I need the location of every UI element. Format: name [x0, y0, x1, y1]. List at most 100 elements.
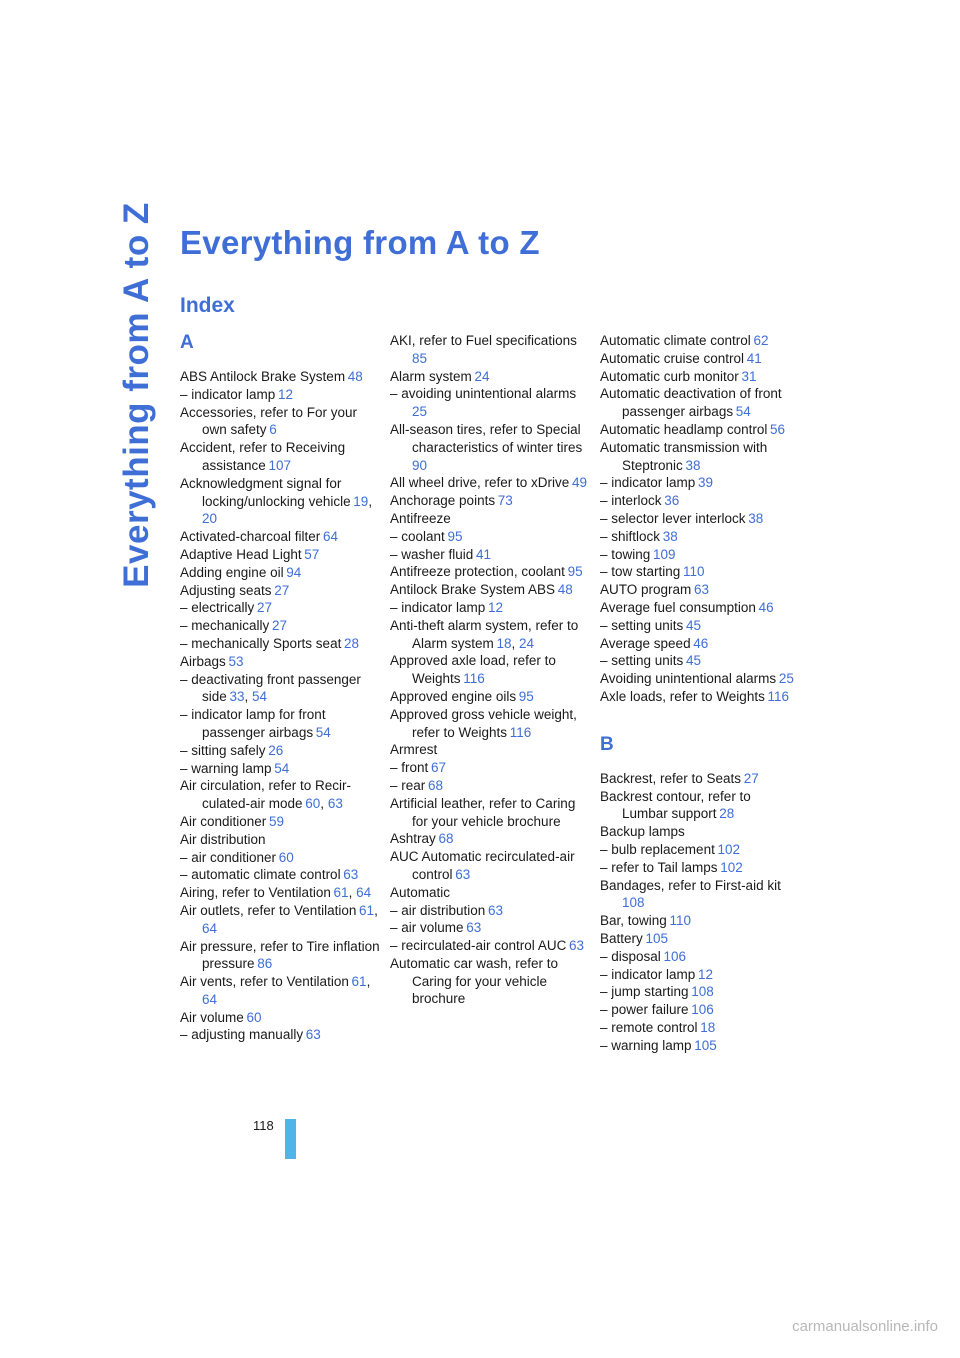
page-ref-link[interactable]: 60	[246, 1009, 262, 1025]
index-entry-text: Backrest contour, refer to Lumbar suppor…	[600, 788, 751, 822]
page-ref-link[interactable]: 68	[427, 777, 444, 793]
page-ref-link[interactable]: 38	[748, 510, 764, 526]
page-ref-link[interactable]: 20	[202, 511, 218, 527]
page-ref-link[interactable]: 38	[662, 528, 678, 544]
page-ref-link[interactable]: 53	[228, 653, 244, 669]
page-ref-link[interactable]: 25	[412, 404, 428, 420]
index-entry-text: – interlock	[600, 493, 662, 509]
page-ref-link[interactable]: 90	[412, 457, 428, 473]
page-ref-link[interactable]: 27	[274, 582, 290, 598]
page-ref-link[interactable]: 57	[304, 546, 320, 562]
page-ref-link[interactable]: 27	[743, 770, 759, 786]
page-ref-link[interactable]: 64	[202, 920, 218, 936]
page-ref-link[interactable]: 63	[693, 582, 710, 598]
page-ref-link[interactable]: 24	[474, 368, 490, 384]
page-ref-link[interactable]: 12	[698, 966, 714, 982]
page-ref-link[interactable]: 60	[305, 796, 321, 812]
index-entry-text: Air circulation, refer to Recir-culated-…	[180, 778, 352, 812]
page-ref-link[interactable]: 45	[686, 653, 702, 669]
page-ref-link[interactable]: 73	[497, 493, 513, 509]
page-ref-link[interactable]: 39	[698, 475, 714, 491]
page-ref-link[interactable]: 18	[700, 1019, 716, 1035]
page-ref-link[interactable]: 64	[323, 529, 339, 545]
page-ref-link[interactable]: 54	[274, 760, 290, 776]
page-ref-link[interactable]: 63	[569, 938, 585, 954]
page-ref-link[interactable]: 28	[344, 635, 360, 651]
index-entry: Antifreeze protection, coolant 95	[390, 563, 590, 581]
page-ref-link[interactable]: 18	[496, 635, 512, 651]
page-ref-link[interactable]: 116	[509, 724, 532, 740]
index-entry: Average speed 46	[600, 635, 800, 653]
page-ref-link[interactable]: 63	[343, 867, 359, 883]
page-ref-link[interactable]: 108	[691, 984, 714, 1000]
page-ref-link[interactable]: 26	[268, 742, 284, 758]
page-ref-link[interactable]: 56	[770, 421, 786, 437]
page-ref-link[interactable]: 49	[572, 475, 588, 491]
page-ref-link[interactable]: 31	[741, 368, 757, 384]
page-ref-link[interactable]: 109	[653, 546, 676, 562]
page-ref-link[interactable]: 27	[272, 618, 288, 634]
index-entry-text: – shiftlock	[600, 528, 661, 544]
page-ref-link[interactable]: 60	[278, 849, 294, 865]
page-ref-link[interactable]: 54	[252, 689, 268, 705]
page-ref-link[interactable]: 68	[438, 831, 454, 847]
page-ref-link[interactable]: 63	[455, 866, 471, 882]
page-ref-link[interactable]: 48	[557, 582, 573, 598]
page-ref-link[interactable]: 54	[315, 724, 331, 740]
page-ref-link[interactable]: 61	[333, 885, 349, 901]
page-ref-link[interactable]: 36	[664, 493, 680, 509]
page-ref-link[interactable]: 38	[685, 457, 701, 473]
index-entry: – indicator lamp 39	[600, 474, 800, 492]
page-ref-link[interactable]: 54	[735, 404, 751, 420]
page-ref-link[interactable]: 105	[645, 930, 669, 946]
page-ref-link[interactable]: 12	[488, 599, 504, 615]
page-ref-link[interactable]: 48	[347, 369, 363, 384]
page-ref-link[interactable]: 19	[353, 493, 369, 509]
page-ref-link[interactable]: 61	[359, 902, 375, 918]
page-ref-link[interactable]: 105	[694, 1037, 717, 1053]
page-ref-link[interactable]: 86	[257, 956, 273, 972]
index-entry-text: Automatic climate control	[600, 333, 751, 348]
index-entry-text: – setting units	[600, 653, 684, 669]
page-ref-link[interactable]: 106	[691, 1002, 714, 1018]
page-ref-link[interactable]: 95	[518, 688, 534, 704]
page-ref-link[interactable]: 33	[229, 689, 245, 705]
page-ref-link[interactable]: 94	[286, 564, 302, 580]
page-ref-link[interactable]: 63	[327, 796, 343, 812]
page-ref-link[interactable]: 28	[719, 806, 735, 822]
page-ref-link[interactable]: 85	[412, 350, 428, 366]
page-ref-link[interactable]: 25	[778, 671, 794, 687]
page-ref-link[interactable]: 46	[693, 635, 709, 651]
page-ref-link[interactable]: 95	[567, 564, 583, 580]
page-ref-link[interactable]: 64	[202, 991, 218, 1007]
page-ref-link[interactable]: 27	[256, 600, 273, 616]
page-ref-link[interactable]: 102	[720, 859, 743, 875]
page-ref-link[interactable]: 102	[717, 841, 741, 857]
index-entry: Automatic car wash, refer to Caring for …	[390, 955, 590, 1008]
page-ref-link[interactable]: 45	[686, 617, 702, 633]
page-ref-link[interactable]: 116	[463, 671, 485, 687]
page-ref-link[interactable]: 62	[753, 333, 769, 348]
page-ref-link[interactable]: 41	[746, 350, 762, 366]
page-ref-link[interactable]: 64	[356, 885, 372, 901]
page-ref-link[interactable]: 67	[430, 760, 447, 776]
page-ref-link[interactable]: 108	[622, 895, 645, 911]
page-ref-link[interactable]: 46	[758, 599, 774, 615]
page-ref-link[interactable]: 41	[476, 546, 492, 562]
page-ref-link[interactable]: 59	[269, 813, 285, 829]
page-ref-link[interactable]: 107	[268, 457, 292, 473]
page-ref-link[interactable]: 61	[351, 974, 367, 990]
page-ref-link[interactable]: 63	[305, 1027, 321, 1043]
page-ref-link[interactable]: 95	[447, 528, 463, 544]
page-ref-link[interactable]: 24	[519, 635, 535, 651]
index-entry-text: Backrest, refer to Seats	[600, 770, 742, 786]
page-ref-link[interactable]: 110	[683, 564, 705, 580]
page-ref-link[interactable]: 106	[663, 948, 687, 964]
page-ref-link[interactable]: 63	[466, 920, 482, 936]
page-ref-link[interactable]: 63	[488, 902, 504, 918]
page-ref-link[interactable]: 12	[278, 386, 294, 402]
page-ref-link[interactable]: 110	[669, 913, 692, 929]
index-entry: – power failure 106	[600, 1001, 800, 1019]
page-ref-link[interactable]: 116	[767, 688, 790, 704]
page-ref-link[interactable]: 6	[269, 422, 277, 438]
